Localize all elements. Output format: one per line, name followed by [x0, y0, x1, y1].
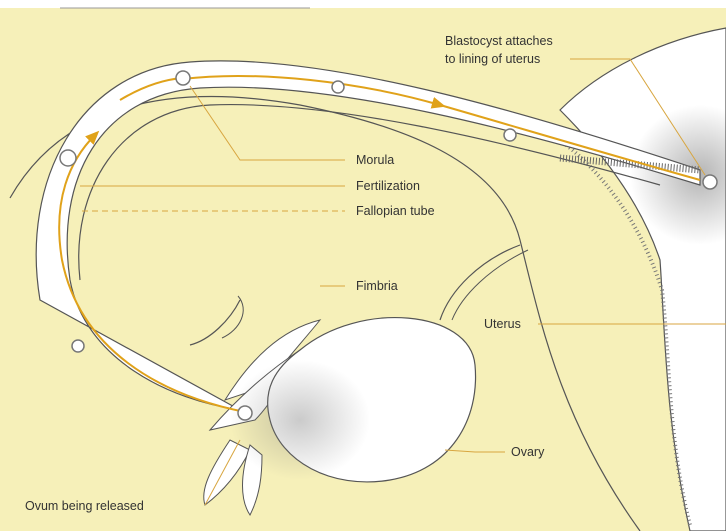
ovum-cell [238, 406, 252, 420]
label-ovary: Ovary [511, 445, 545, 459]
label-fertilization: Fertilization [356, 179, 420, 193]
label-fimbria: Fimbria [356, 279, 398, 293]
fertilized-cell [60, 150, 76, 166]
cell-mid-tube [332, 81, 344, 93]
label-uterus: Uterus [484, 317, 521, 331]
label-blastocyst-line1: Blastocyst attaches [445, 34, 553, 48]
label-ovum-released: Ovum being released [25, 499, 144, 513]
label-morula: Morula [356, 153, 394, 167]
morula-cell [176, 71, 190, 85]
blastocyst-cell [703, 175, 717, 189]
label-fallopian-tube: Fallopian tube [356, 204, 435, 218]
cell-near-uterus [504, 129, 516, 141]
label-blastocyst-line2: to lining of uterus [445, 52, 540, 66]
cell-lower-tube [72, 340, 84, 352]
